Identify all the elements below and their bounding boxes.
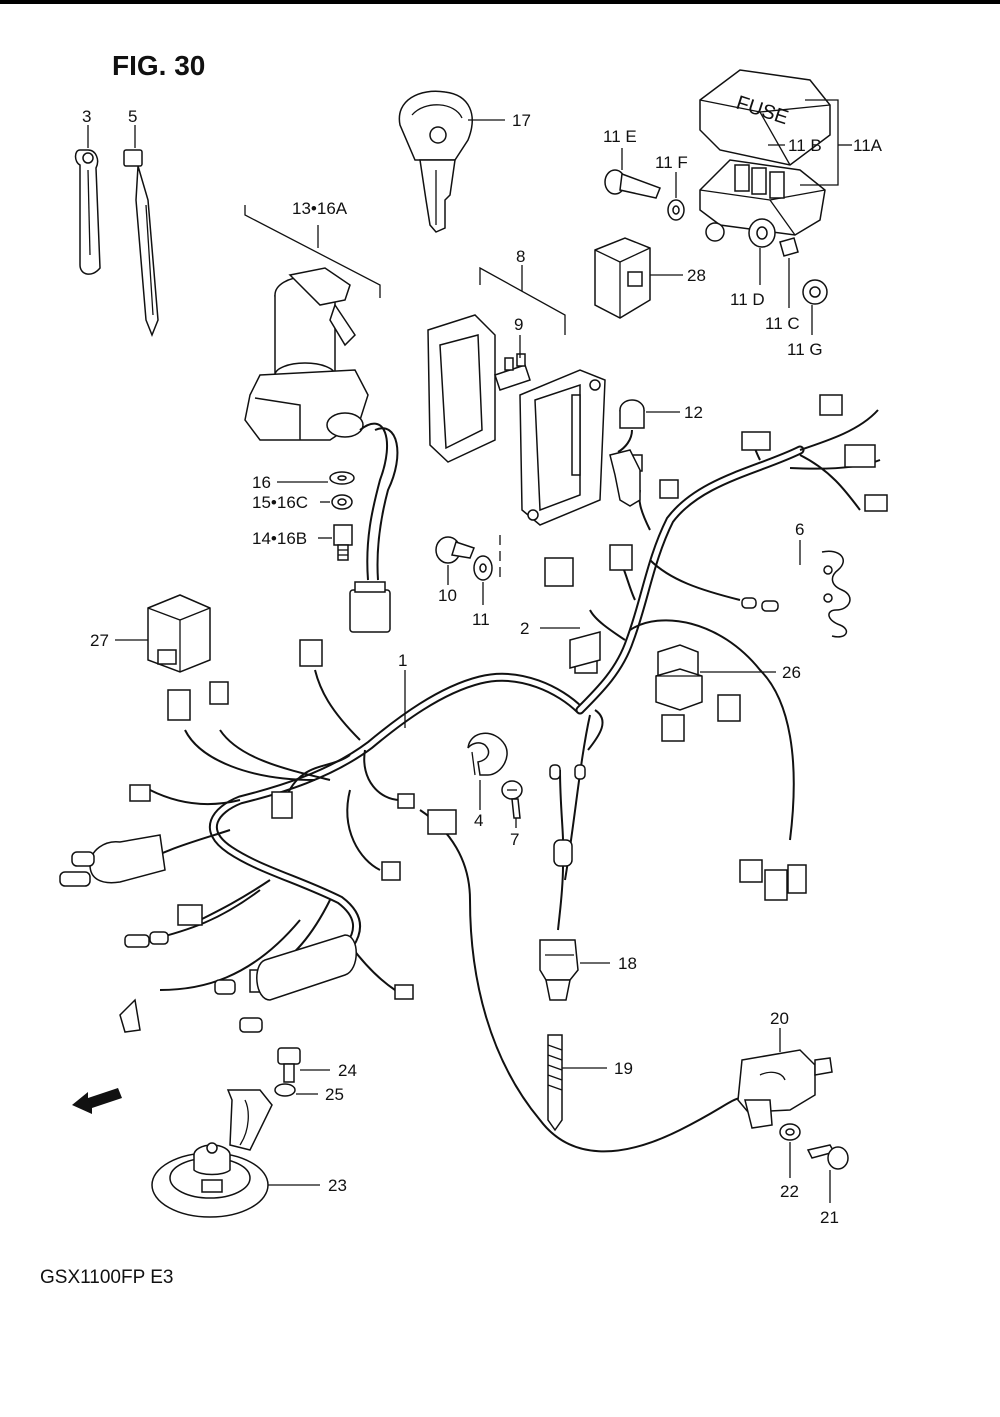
part-19-spring [547, 1034, 563, 1132]
callout-11c: 11 C [765, 314, 800, 333]
callout-19: 19 [614, 1059, 633, 1078]
part-11d-grommet [748, 218, 776, 248]
callout-8: 8 [516, 247, 525, 266]
bracket-11a [800, 99, 839, 186]
part-14-bolt [333, 524, 353, 561]
switch-lead-wire [359, 422, 388, 581]
callout-11e: 11 E [603, 127, 637, 146]
switch-connector [349, 581, 391, 633]
callout-1: 1 [398, 651, 407, 670]
callout-5: 5 [128, 107, 137, 126]
part-11g-nut [802, 279, 828, 305]
callout-9: 9 [514, 315, 523, 334]
part-10-screw [435, 536, 475, 564]
part-27-relay [147, 594, 211, 673]
figure-title: FIG. 30 [112, 50, 205, 81]
part-21-screw [806, 1144, 849, 1170]
callout-6: 6 [795, 520, 804, 539]
part-1-wiring-harness [129, 409, 881, 1153]
part-9-fuse [494, 353, 531, 391]
part-22-washer [779, 1123, 801, 1141]
part-11f-washer [667, 199, 685, 221]
callout-28: 28 [687, 266, 706, 285]
callout-2: 2 [520, 619, 529, 638]
callout-27: 27 [90, 631, 109, 650]
callout-11f: 11 F [655, 153, 688, 172]
part-26-relay [655, 644, 703, 711]
part-18-switch [539, 764, 586, 1001]
callout-20: 20 [770, 1009, 789, 1028]
model-label: GSX1100FP E3 [40, 1267, 173, 1288]
part-24-bolt [277, 1047, 301, 1083]
callout-18: 18 [618, 954, 637, 973]
part-17-key [398, 90, 473, 233]
callout-10: 10 [438, 586, 457, 605]
part-11c-collar [779, 237, 799, 257]
callout-25: 25 [325, 1085, 344, 1104]
callout-22: 22 [780, 1182, 799, 1201]
harness-connectors [129, 394, 888, 1000]
callout-23: 23 [328, 1176, 347, 1195]
callout-7: 7 [510, 830, 519, 849]
callout-21: 21 [820, 1208, 839, 1227]
callout-13-16a: 13•16A [292, 199, 348, 218]
callout-26: 26 [782, 663, 801, 682]
part-8-fuse-holder [427, 314, 606, 526]
part-11-washer [473, 555, 493, 581]
fwd-arrow-icon: FWD [72, 1088, 122, 1114]
fwd-label: FWD [88, 1091, 113, 1109]
callout-11d: 11 D [730, 290, 765, 309]
switch-lead-wire-2 [374, 427, 399, 581]
part-28-relay [594, 237, 651, 319]
part-12-socket [609, 399, 645, 507]
part-6-clamp [821, 550, 851, 638]
bracket-8 [479, 266, 566, 335]
callout-14-16b: 14•16B [252, 529, 307, 548]
part-25-washer [274, 1083, 296, 1097]
part-7-screw [501, 780, 523, 819]
bracket-13-16a [244, 205, 381, 298]
part-5-cable-tie [123, 149, 159, 338]
callout-16: 16 [252, 473, 271, 492]
callout-3: 3 [82, 107, 91, 126]
part-3-clamp [74, 149, 101, 275]
callout-11b: 11 B [788, 136, 822, 155]
part-23-horn [151, 1089, 273, 1218]
part-4-clamp [467, 732, 508, 776]
callout-11a: 11A [853, 136, 883, 155]
callout-12: 12 [684, 403, 703, 422]
part-20-switch [737, 1049, 833, 1129]
callout-24: 24 [338, 1061, 357, 1080]
callout-11g: 11 G [787, 340, 823, 359]
callout-4: 4 [474, 811, 483, 830]
part-11a-fuse-box: FUSE [699, 69, 831, 242]
part-11e-screw [604, 169, 661, 199]
callout-17: 17 [512, 111, 531, 130]
harness-inline-cans [59, 834, 357, 1033]
part-16-washer [329, 471, 355, 485]
part-15-washer [331, 494, 353, 510]
callout-11: 11 [472, 610, 490, 629]
callout-15-16c: 15•16C [252, 493, 308, 512]
part-13-ignition-switch [244, 267, 369, 441]
